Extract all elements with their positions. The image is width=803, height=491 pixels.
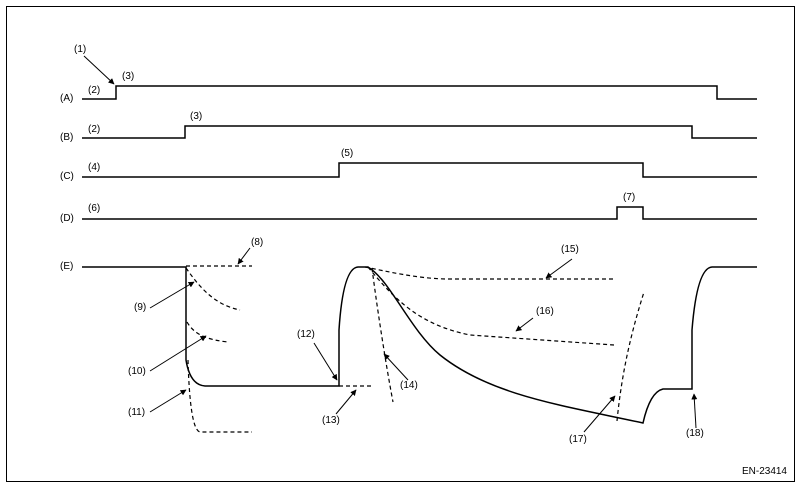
callout-3b: (3) [190, 111, 203, 122]
row-label-e: (E) [60, 261, 74, 272]
leader-17 [583, 395, 616, 433]
leader-14 [383, 353, 409, 381]
callout-17: (17) [569, 434, 587, 445]
callout-3a: (3) [122, 71, 135, 82]
callout-13: (13) [322, 415, 340, 426]
signal-d-trace [82, 206, 757, 220]
dashed-trace-17 [616, 291, 645, 422]
callout-4: (4) [88, 162, 101, 173]
signal-a-trace [82, 85, 757, 100]
leader-18 [691, 393, 698, 429]
leader-13 [335, 389, 357, 415]
callout-9: (9) [134, 302, 147, 313]
callout-18: (18) [686, 428, 704, 439]
callout-16: (16) [536, 306, 554, 317]
callout-1: (1) [74, 44, 87, 55]
dashed-trace-15 [364, 266, 616, 280]
leader-12 [313, 342, 338, 381]
leader-16 [515, 317, 534, 332]
row-label-a: (A) [60, 93, 74, 104]
leader-1 [83, 55, 115, 85]
leader-10 [149, 335, 207, 372]
callout-10: (10) [128, 366, 146, 377]
callout-11: (11) [128, 407, 146, 418]
callout-7: (7) [623, 192, 636, 203]
leader-9 [149, 281, 195, 309]
signal-c-trace [82, 162, 757, 178]
callout-6: (6) [88, 203, 101, 214]
dashed-trace-10 [186, 321, 229, 343]
row-label-b: (B) [60, 132, 74, 143]
dashed-trace-9 [185, 267, 241, 311]
diagram-frame [6, 6, 795, 482]
dashed-trace-16 [367, 266, 615, 346]
dashed-trace-14 [371, 267, 394, 403]
callout-8: (8) [251, 237, 264, 248]
signal-e-trace [82, 266, 757, 424]
row-label-d: (D) [60, 213, 74, 224]
callout-15: (15) [561, 244, 579, 255]
leader-15 [545, 258, 573, 279]
callout-5: (5) [341, 148, 354, 159]
leader-8 [237, 247, 251, 265]
row-label-c: (C) [60, 171, 74, 182]
leader-11 [149, 389, 187, 413]
callout-2b: (2) [88, 124, 101, 135]
callout-12: (12) [297, 329, 315, 340]
callout-14: (14) [400, 380, 418, 391]
dashed-trace-11 [187, 359, 252, 433]
callout-2a: (2) [88, 85, 101, 96]
signal-b-trace [82, 125, 757, 139]
figure-code: EN-23414 [741, 466, 787, 477]
